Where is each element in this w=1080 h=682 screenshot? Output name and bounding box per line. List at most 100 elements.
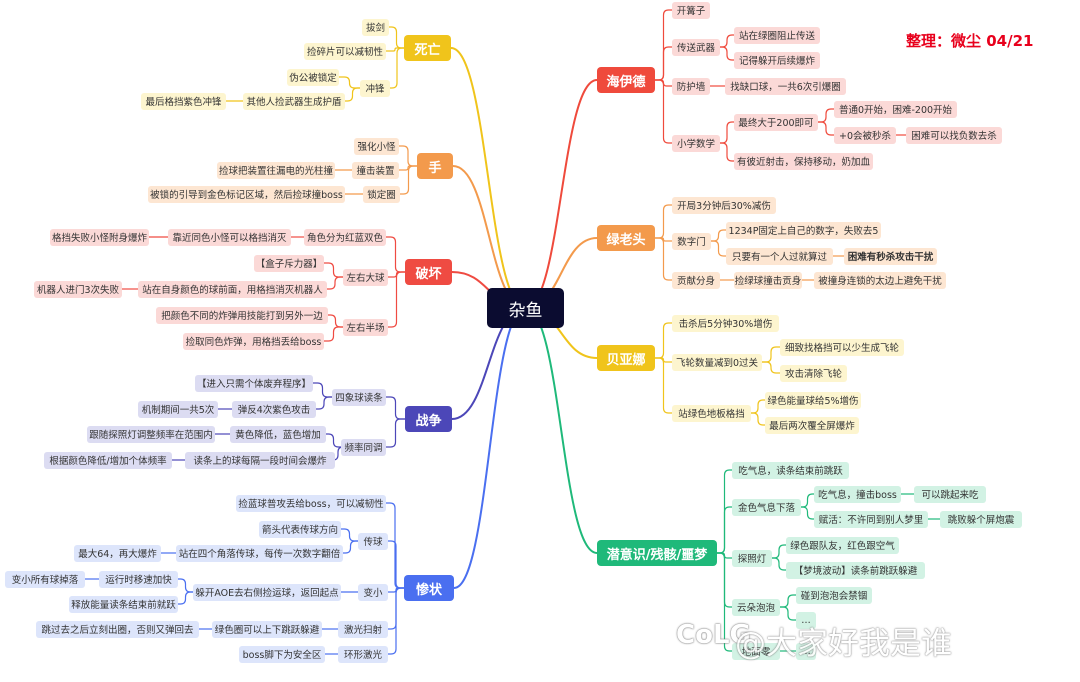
topic-node[interactable]: 吃气息，撞击boss xyxy=(814,485,901,503)
topic-node[interactable]: 捡蓝球普攻丢给boss，可以减韧性 xyxy=(236,494,386,512)
topic-node[interactable]: 开篝子 xyxy=(672,1,710,19)
topic-node[interactable]: 变小所有球掉落 xyxy=(5,570,85,588)
topic-node[interactable]: 云朵泡泡 xyxy=(732,598,780,616)
topic-node[interactable]: 记得躲开后续爆炸 xyxy=(734,51,820,69)
topic-node[interactable]: 数字门 xyxy=(672,232,711,250)
topic-node[interactable]: 冲锋 xyxy=(360,79,390,97)
node-connector xyxy=(343,540,358,554)
branch-bayonetta[interactable]: 贝亚娜 xyxy=(597,345,655,371)
topic-node[interactable]: 把颜色不同的炸弹用技能打到另外一边 xyxy=(156,306,328,324)
topic-node[interactable]: 开局3分钟后30%减伤 xyxy=(672,196,776,214)
topic-node[interactable]: 靠近同色小怪可以格挡消灭 xyxy=(168,228,291,246)
branch-subconscious[interactable]: 潜意识/残骸/噩梦 xyxy=(597,540,717,566)
topic-node[interactable]: 【梦境波动】读条前跳跃躲避 xyxy=(786,561,925,579)
topic-node[interactable]: 被锁的引导到金色标记区域，然后捡球撞boss xyxy=(148,185,345,203)
topic-node[interactable]: 弹反4次紫色攻击 xyxy=(232,400,316,418)
topic-node[interactable]: 有彼近射击，保持移动，奶加血 xyxy=(734,152,873,170)
topic-node[interactable]: 站在自身颜色的球前面，用格挡消灭机器人 xyxy=(138,280,327,298)
topic-node[interactable]: 防护墙 xyxy=(672,77,710,95)
topic-node[interactable]: 跳败躲个屏炮震 xyxy=(940,510,1022,528)
branch-destroy[interactable]: 破坏 xyxy=(405,259,452,285)
topic-node[interactable]: boss脚下为安全区 xyxy=(239,645,325,663)
branch-death[interactable]: 死亡 xyxy=(404,35,451,61)
topic-node[interactable]: 躲开AOE去右侧捡运球，返回起点 xyxy=(193,583,341,601)
topic-node[interactable]: 最后格挡紫色冲锋 xyxy=(141,92,226,110)
branch-war[interactable]: 战争 xyxy=(405,406,452,432)
topic-node[interactable]: 金色气息下落 xyxy=(732,498,801,516)
topic-node[interactable]: 攻击清除飞轮 xyxy=(780,364,847,382)
topic-node[interactable]: 站绿色地板格挡 xyxy=(672,404,751,422)
topic-node[interactable]: 机器人进门3次失败 xyxy=(34,280,122,298)
topic-node[interactable]: 捡绿球撞击贡身 xyxy=(734,271,802,289)
topic-node[interactable]: 赋活：不许同到别人梦里 xyxy=(814,510,928,528)
topic-node[interactable]: … xyxy=(796,611,816,629)
topic-node[interactable]: +0会被秒杀 xyxy=(834,126,896,144)
topic-node[interactable]: 读条上的球每隔一段时间会爆炸 xyxy=(185,451,335,469)
topic-node[interactable]: 强化小怪 xyxy=(354,137,399,155)
root-node[interactable]: 杂鱼 xyxy=(487,288,564,328)
topic-node[interactable]: 撞击装置 xyxy=(352,161,399,179)
topic-node[interactable]: 绿色圈可以上下跳跃躲避 xyxy=(212,620,322,638)
topic-node[interactable]: 可以跳起来吃 xyxy=(914,485,986,503)
topic-node[interactable]: 细致找格挡可以少生成飞轮 xyxy=(780,338,904,356)
topic-node[interactable]: 【盒子斥力器】 xyxy=(254,254,324,272)
topic-node[interactable]: 变小 xyxy=(358,583,388,601)
topic-node[interactable]: 跳过去之后立刻出圈，否则又弹回去 xyxy=(36,620,199,638)
branch-hydra[interactable]: 海伊德 xyxy=(597,67,655,93)
topic-node[interactable]: 其他人捡武器生成护盾 xyxy=(243,92,345,110)
topic-node[interactable]: 找缺口球，一共6次引爆圈 xyxy=(725,77,846,95)
node-connector xyxy=(386,502,404,589)
topic-node[interactable]: 左右半场 xyxy=(343,318,388,336)
topic-node[interactable]: 碰到泡泡会禁锢 xyxy=(796,586,872,604)
topic-node[interactable]: 锁定圈 xyxy=(363,185,400,203)
branch-hand[interactable]: 手 xyxy=(417,153,453,179)
topic-node[interactable]: 传送武器 xyxy=(672,38,720,56)
topic-node[interactable]: 只要有一个人过就算过 xyxy=(726,247,833,265)
topic-node[interactable]: 根据颜色降低/增加个体频率 xyxy=(44,451,172,469)
topic-node[interactable]: 吃气息，读条结束前跳跃 xyxy=(732,461,849,479)
topic-node[interactable]: 小学数学 xyxy=(672,134,720,152)
topic-node[interactable]: 最后两次覆全屏爆炸 xyxy=(765,416,859,434)
topic-node[interactable]: 拔剑 xyxy=(362,18,389,36)
topic-node[interactable]: 机制期间一共5次 xyxy=(138,400,218,418)
topic-node[interactable]: … xyxy=(796,642,816,660)
branch-tragic[interactable]: 惨状 xyxy=(404,575,454,601)
node-connector xyxy=(345,87,360,102)
topic-node[interactable]: 格挡失败小怪附身爆炸 xyxy=(50,228,149,246)
topic-node[interactable]: 跟随探照灯调整频率在范围内 xyxy=(87,425,215,443)
topic-node[interactable]: 1234P固定上自己的数字，失败去5 xyxy=(726,221,881,239)
topic-node[interactable]: 普通0开始，困难-200开始 xyxy=(834,100,957,118)
topic-node[interactable]: 被撞身连锁的太边上避免干扰 xyxy=(814,271,946,289)
topic-node[interactable]: 最大64，再大爆炸 xyxy=(74,544,161,562)
topic-node[interactable]: 箭头代表传球方向 xyxy=(259,520,341,538)
topic-node[interactable]: 贡献分身 xyxy=(672,271,720,289)
topic-node[interactable]: 绿色能量球给5%增伤 xyxy=(765,391,861,409)
topic-node[interactable]: 释放能量读条结束前就跃 xyxy=(69,595,178,613)
topic-node[interactable]: 角色分为红蓝双色 xyxy=(304,228,386,246)
topic-node[interactable]: 探照灯 xyxy=(732,549,772,567)
topic-node[interactable]: 击杀后5分钟30%增伤 xyxy=(672,314,779,332)
topic-node[interactable]: 黄色降低，蓝色增加 xyxy=(230,425,326,443)
topic-node[interactable]: 最终大于200即可 xyxy=(734,113,818,131)
topic-node[interactable]: 站在绿圈阻止传送 xyxy=(734,26,820,44)
topic-node[interactable]: 频率同调 xyxy=(341,438,386,456)
topic-node[interactable]: 困难可以找负数去杀 xyxy=(906,126,1002,144)
topic-node[interactable]: 四象球读条 xyxy=(332,388,386,406)
topic-node[interactable]: 捡球把装置往漏电的光柱撞 xyxy=(217,161,335,179)
topic-node[interactable]: 飞轮数量减到0过关 xyxy=(672,353,762,371)
topic-node[interactable]: 传球 xyxy=(358,532,388,550)
topic-node[interactable]: 激光扫射 xyxy=(338,620,388,638)
topic-node[interactable]: 捡取同色炸弹，用格挡丢给boss xyxy=(183,332,324,350)
topic-node[interactable]: 困难有秒杀攻击干扰 xyxy=(844,247,937,265)
topic-node[interactable]: 捡碎片可以减韧性 xyxy=(304,42,386,60)
topic-node[interactable]: 伪公被锁定 xyxy=(287,68,339,86)
node-connector xyxy=(720,142,734,162)
topic-node[interactable]: 左右大球 xyxy=(343,268,388,286)
topic-node[interactable]: 环形激光 xyxy=(338,645,388,663)
topic-node[interactable]: 【进入只需个体废弃程序】 xyxy=(195,374,313,392)
topic-node[interactable]: 绿色跟队友，红色跟空气 xyxy=(786,536,899,554)
topic-node[interactable]: 地面零 xyxy=(732,642,780,660)
branch-greenhead[interactable]: 绿老头 xyxy=(597,225,655,251)
topic-node[interactable]: 运行时移速加快 xyxy=(99,570,178,588)
topic-node[interactable]: 站在四个角落传球，每传一次数字翻倍 xyxy=(176,544,343,562)
